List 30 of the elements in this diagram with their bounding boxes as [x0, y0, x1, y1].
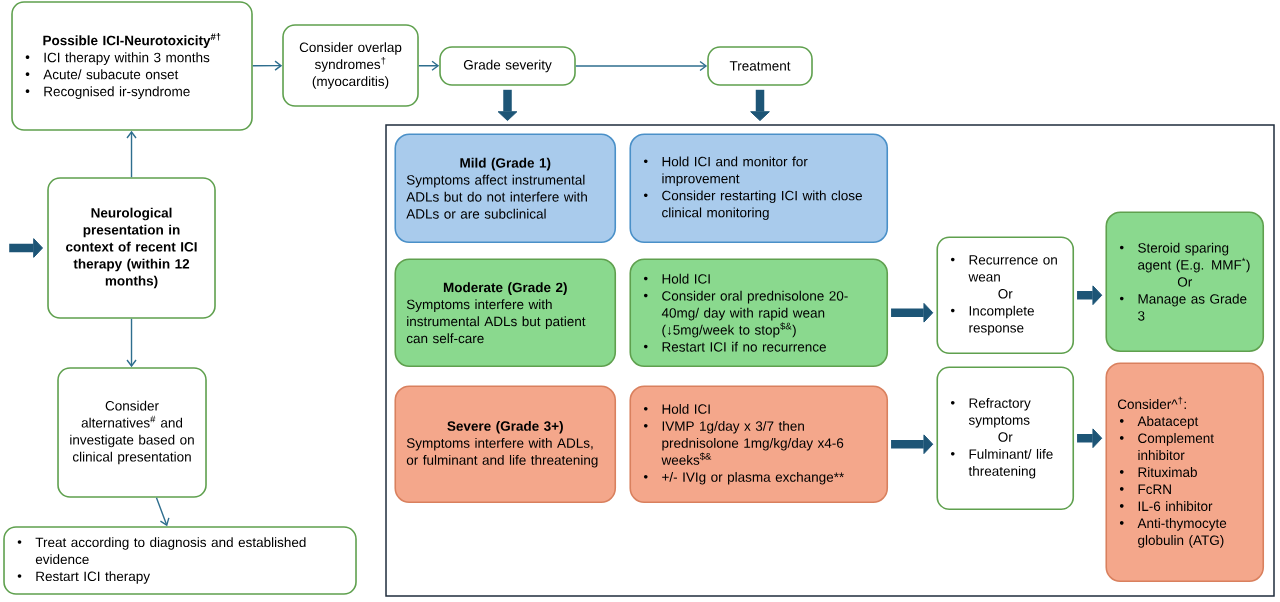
- grade-box: Mild (Grade 1) Symptoms affect instrumental ADLs but do not interfere with ADLs or are subclinical: [394, 133, 617, 244]
- arrow: [575, 60, 708, 72]
- block-arrow: [9, 238, 43, 258]
- arrow: [418, 60, 440, 71]
- block-arrow: [750, 89, 770, 122]
- process-box: Neurological presentation in context of recent ICI therapy (within 12 months): [47, 177, 216, 319]
- arrow: [126, 318, 137, 368]
- block-arrow: [891, 302, 934, 323]
- block-arrow: [1077, 285, 1103, 306]
- process-box: Recurrence on wean Or Incomplete response: [936, 236, 1075, 355]
- process-box: Possible ICI-Neurotoxicity$^{#†}$ ICI therapy within 3 months Acute/ subacute onset Recognised ir-syndrome: [11, 1, 253, 131]
- arrow: [155, 497, 170, 527]
- process-box: Grade severity: [439, 46, 576, 86]
- process-box: Treat according to diagnosis and established evidence Restart ICI therapy: [3, 526, 357, 595]
- arrow: [252, 60, 283, 71]
- process-box: Treatment: [707, 46, 813, 86]
- grade-box: Hold ICI IVMP 1g/day x 3/7 then prednisolone 1mg/kg/day x4-6 weeks$^{$&}$ +/- IVIg or plasma exchange**: [629, 385, 889, 504]
- grade-box: Consider^$^{†}$: Abatacept Complement inhibitor Rituximab FcRN IL-6 inhibitor Anti-thymocyte globulin (ATG): [1105, 362, 1265, 583]
- block-arrow: [1077, 428, 1103, 449]
- process-box: Consider overlap syndromes$^{†}$ (myocarditis): [282, 24, 419, 107]
- arrow: [126, 130, 137, 178]
- process-box: Consider alternatives$^{#}$ and investigate based on clinical presentation: [57, 367, 207, 498]
- grade-box: Moderate (Grade 2) Symptoms interfere with instrumental ADLs but patient can self-care: [394, 258, 617, 368]
- block-arrow: [497, 89, 518, 122]
- grade-box: Steroid sparing agent (E.g. MMF$^{*}$) Or Manage as Grade 3: [1105, 211, 1265, 353]
- grade-box: Hold ICI Consider oral prednisolone 20-40mg/ day with rapid wean (↓5mg/week to stop$^{$&}$) Restart ICI if no recurrence: [629, 258, 889, 368]
- grade-box: Severe (Grade 3+) Symptoms interfere with ADLs, or fulminant and life threatening: [394, 385, 617, 504]
- process-box: Refractory symptoms Or Fulminant/ life threatening: [936, 366, 1075, 511]
- grade-box: Hold ICI and monitor for improvement Consider restarting ICI with close clinical monitoring: [629, 133, 889, 244]
- block-arrow: [891, 434, 934, 455]
